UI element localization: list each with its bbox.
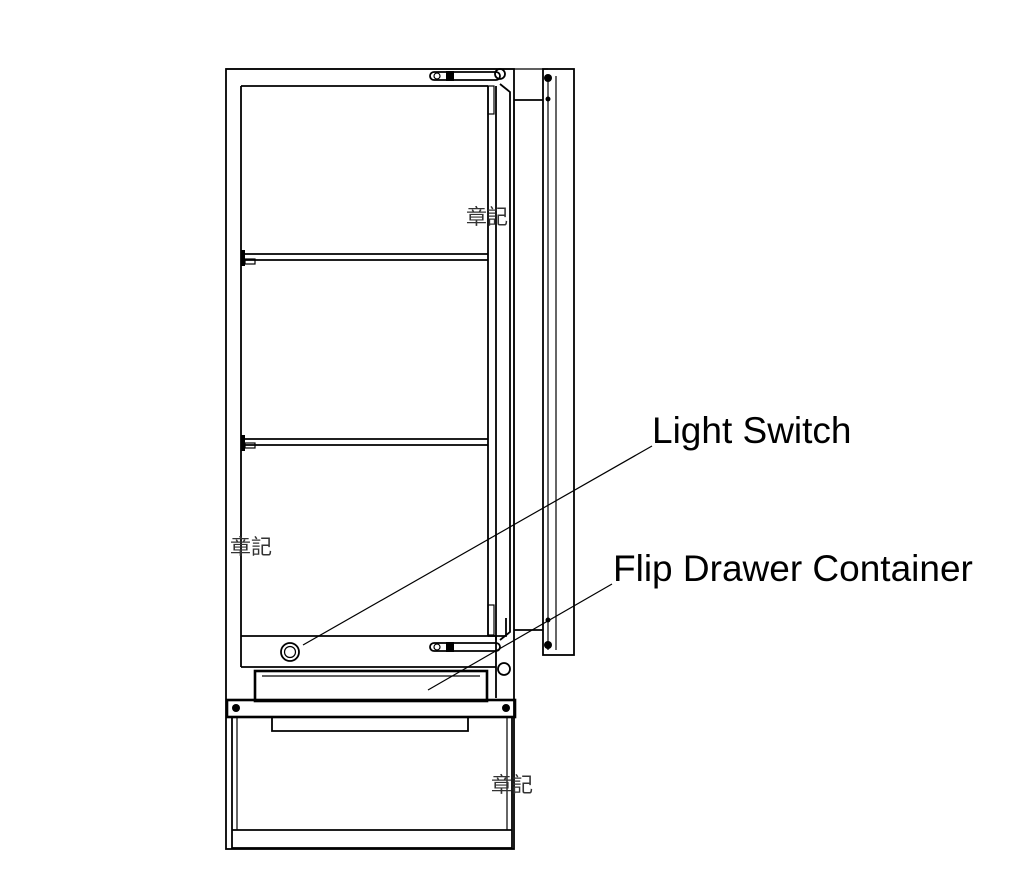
shelf-upper xyxy=(241,250,488,266)
watermark-stamp-drawer: 章記 xyxy=(491,773,533,797)
flip-drawer-container-label: Flip Drawer Container xyxy=(613,548,973,589)
drawer-front xyxy=(225,698,517,849)
hinge-bottom xyxy=(429,604,507,652)
light-switch-label: Light Switch xyxy=(652,410,852,451)
hinge-top xyxy=(429,68,506,115)
control-strip xyxy=(241,635,497,698)
door-panel xyxy=(495,68,575,656)
callout-leader-light-switch xyxy=(302,445,653,646)
cabinet-body xyxy=(225,68,548,850)
callout-leader-flip-drawer xyxy=(427,583,613,691)
watermark-stamp-middle: 章記 xyxy=(230,535,272,559)
side-knob xyxy=(497,662,511,676)
shelf-lower xyxy=(241,435,488,451)
watermark-stamp-upper: 章記 xyxy=(466,205,508,229)
light-switch[interactable] xyxy=(280,642,300,662)
